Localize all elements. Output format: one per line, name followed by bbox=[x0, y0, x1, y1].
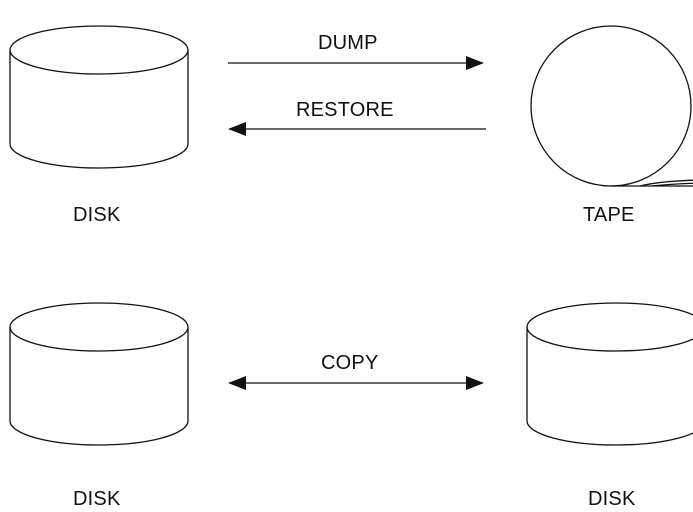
dump-arrow bbox=[228, 56, 484, 70]
copy-arrow bbox=[228, 376, 484, 390]
top-left-disk-label: DISK bbox=[73, 204, 121, 226]
bottom-right-disk-label: DISK bbox=[588, 488, 636, 510]
restore-label: RESTORE bbox=[296, 99, 394, 121]
tape-icon bbox=[530, 25, 693, 187]
disk-icon-bottom-right bbox=[526, 302, 693, 446]
restore-arrow bbox=[228, 122, 486, 136]
dump-label: DUMP bbox=[318, 32, 378, 54]
copy-label: COPY bbox=[321, 352, 379, 374]
top-right-tape-label: TAPE bbox=[583, 204, 635, 226]
bottom-left-disk-label: DISK bbox=[73, 488, 121, 510]
disk-icon-top-left bbox=[9, 25, 189, 169]
disk-icon-bottom-left bbox=[9, 302, 189, 446]
